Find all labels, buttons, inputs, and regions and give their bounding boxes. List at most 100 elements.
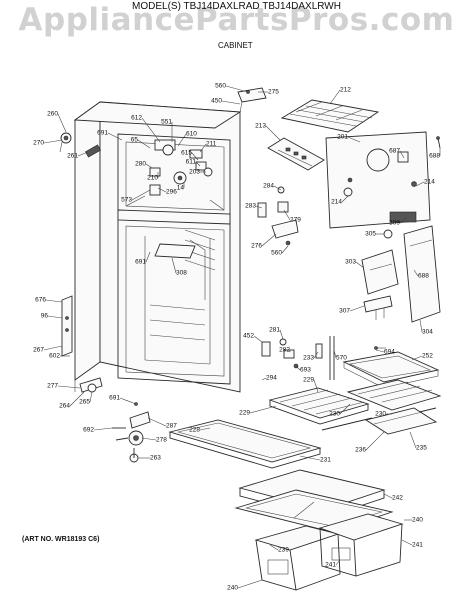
callout-leader-line <box>177 133 187 147</box>
callout-leader-line <box>199 427 211 431</box>
part-number-label: 294 <box>266 375 277 382</box>
callout-leader-line <box>375 349 385 353</box>
part-number-label: 236 <box>355 447 366 454</box>
callout-leader-line <box>299 455 321 461</box>
shelf-hardware <box>261 336 386 380</box>
part-number-label: 691 <box>97 130 108 137</box>
part-number-label: 260 <box>47 111 58 118</box>
part-number-label: 214 <box>424 179 435 186</box>
callout-leader-line <box>145 163 153 169</box>
part-number-label: 691 <box>109 395 120 402</box>
callout-leader-line <box>365 431 385 451</box>
callout-leader-line <box>415 181 425 187</box>
callout-leader-line <box>221 100 241 105</box>
part-number-label: 14 <box>177 185 185 192</box>
callout-leader-line <box>45 299 63 303</box>
callout-leader-line <box>89 391 93 403</box>
part-number-label: 228 <box>189 427 200 434</box>
part-number-label: 229 <box>239 410 250 417</box>
callout-leader-line <box>253 335 263 343</box>
part-number-label: 284 <box>263 183 274 190</box>
callout-leader-line <box>329 89 341 105</box>
callout-leader-line <box>341 195 349 203</box>
part-number-label: 282 <box>279 347 290 354</box>
part-number-label: 452 <box>243 333 254 340</box>
part-number-label: 231 <box>320 457 331 464</box>
callout-leader-line <box>249 405 277 414</box>
part-number-label: 240 <box>227 585 238 592</box>
callout-leader-line <box>273 185 282 191</box>
part-number-label: 261 <box>67 153 78 160</box>
callout-leader-line <box>355 261 365 269</box>
callout-leader-line <box>313 379 319 393</box>
callout-leader-line <box>77 151 89 157</box>
callout-leader-line <box>195 161 201 167</box>
part-number-label: 303 <box>345 259 356 266</box>
callout-leader-line <box>399 150 405 159</box>
glass-shelves <box>268 351 442 435</box>
cabinet-body <box>59 87 267 393</box>
freezer-shelf-assembly <box>267 99 441 229</box>
part-number-label: 263 <box>150 455 161 462</box>
callout-leader-line <box>199 143 207 153</box>
part-number-label: 551 <box>161 119 172 126</box>
part-number-label: 693 <box>300 367 311 374</box>
part-number-label: 602 <box>49 353 60 360</box>
callout-leader-line <box>401 539 413 546</box>
callout-leader-line <box>57 113 67 133</box>
model-heading: MODEL(S) TBJ14DAXLRAD TBJ14DAXLRWH <box>132 1 341 12</box>
callout-leader-line <box>411 355 423 361</box>
part-number-label: 560 <box>271 250 282 257</box>
part-number-label: 676 <box>35 297 46 304</box>
part-number-label: 283 <box>245 203 256 210</box>
callout-leader-line <box>269 544 279 551</box>
callout-leader-line <box>157 187 167 193</box>
callout-leader-line <box>399 217 407 224</box>
callout-leader-line <box>419 319 423 333</box>
part-number-label: 560 <box>215 83 226 90</box>
callout-leader-line <box>409 431 417 449</box>
part-number-label: 277 <box>47 383 58 390</box>
callout-leader-line <box>141 437 157 441</box>
callout-leader-line <box>335 559 341 566</box>
part-number-label: 570 <box>336 355 347 362</box>
callout-leader-line <box>283 209 291 221</box>
callout-leader-line <box>131 189 151 201</box>
callout-leader-line <box>333 349 337 359</box>
part-number-label: 212 <box>340 87 351 94</box>
part-number-label: 235 <box>416 445 427 452</box>
callout-leader-line <box>107 132 123 141</box>
part-number-label: 694 <box>384 349 395 356</box>
section-title: CABINET <box>218 41 253 50</box>
callout-leader-line <box>349 305 365 312</box>
callout-leader-line <box>43 139 63 144</box>
crisper-cover-area <box>112 402 322 469</box>
part-number-label: 573 <box>121 197 132 204</box>
part-number-label: 96 <box>41 313 49 320</box>
part-number-label: 276 <box>251 243 262 250</box>
callout-leader-line <box>225 85 249 93</box>
part-number-label: 264 <box>59 403 70 410</box>
part-number-label: 450 <box>211 98 222 105</box>
callout-leader-line <box>47 315 63 319</box>
part-number-label: 611 <box>186 159 197 166</box>
callout-leader-line <box>313 351 319 359</box>
part-number-label: 265 <box>79 399 90 406</box>
callout-leader-line <box>261 377 267 381</box>
part-number-label: 213 <box>255 123 266 130</box>
part-number-label: 275 <box>268 89 279 96</box>
part-number-label: 241 <box>412 542 423 549</box>
part-number-label: 230 <box>329 411 340 418</box>
part-number-label: 239 <box>278 547 289 554</box>
part-number-label: 296 <box>166 189 177 196</box>
part-number-label: 241 <box>325 562 336 569</box>
part-number-label: 252 <box>422 353 433 360</box>
callout-leader-line <box>281 245 289 254</box>
part-number-label: 240 <box>412 517 423 524</box>
callout-leader-line <box>255 205 263 209</box>
part-number-label: 309 <box>389 220 400 227</box>
part-number-label: 610 <box>186 131 197 138</box>
art-number: (ART NO. WR18193 C6) <box>22 536 100 543</box>
part-number-label: 687 <box>389 148 400 155</box>
